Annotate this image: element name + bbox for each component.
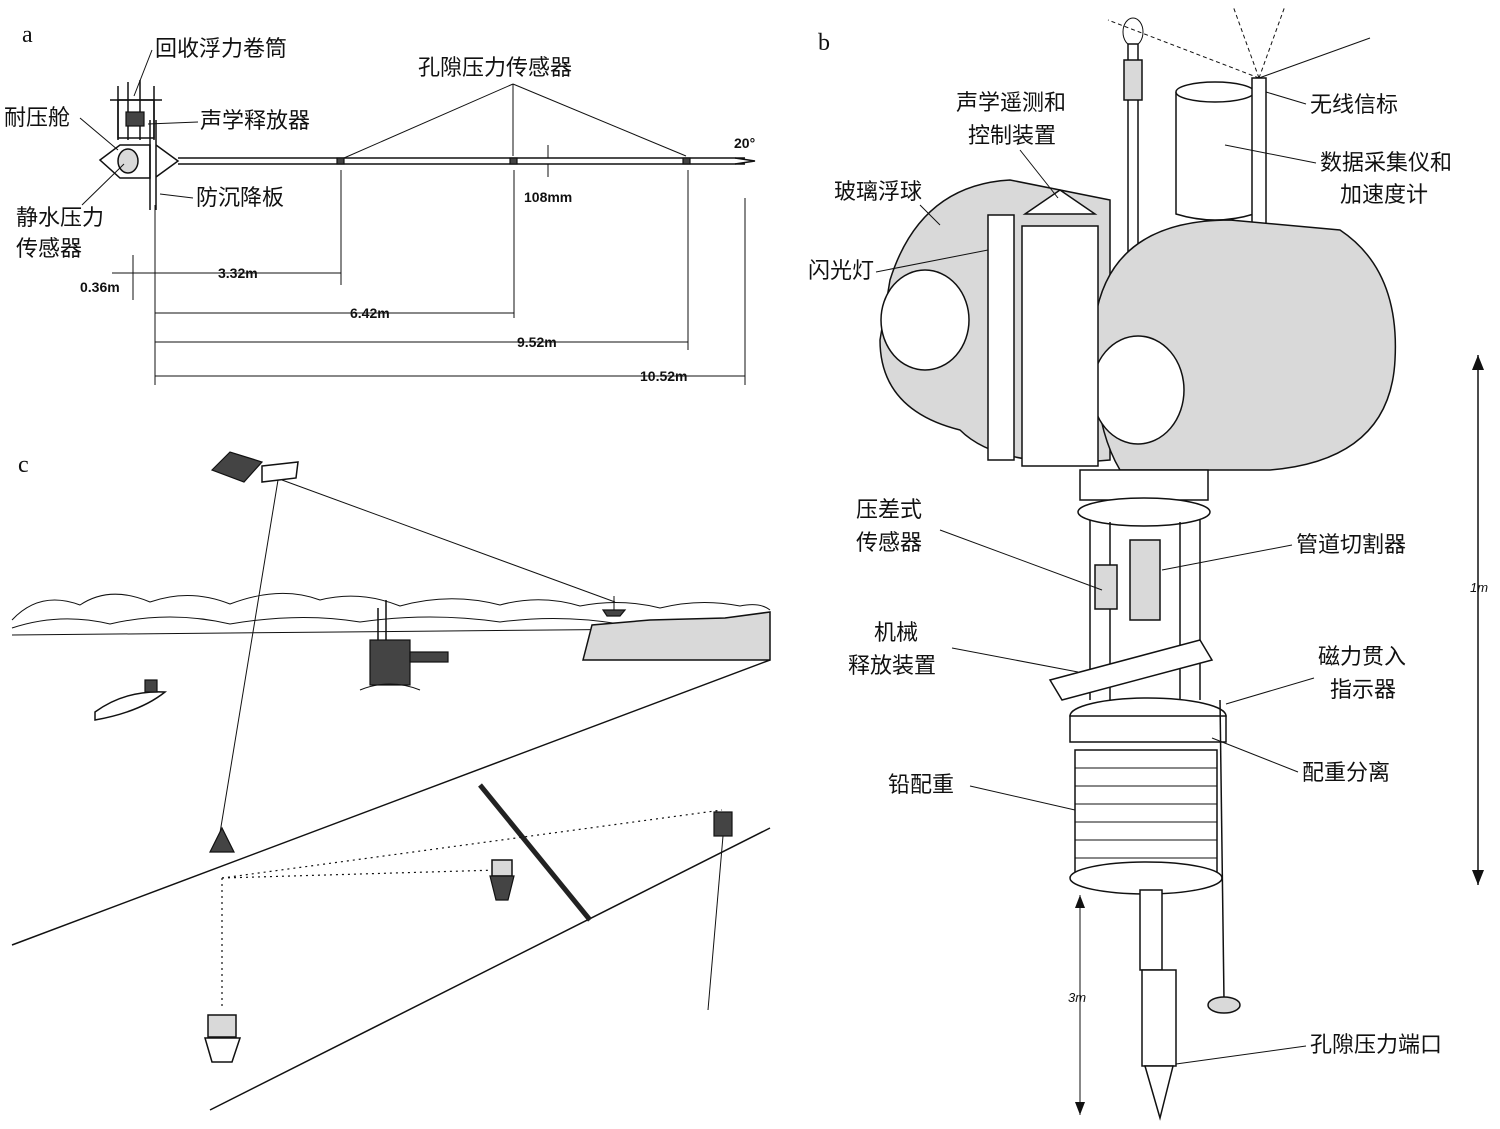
seabed-probe-lower: [204, 1014, 242, 1063]
label-pore-pressure-sensor: 孔隙压力传感器: [418, 56, 572, 81]
ocean-scene: [11, 451, 771, 1111]
pore-sensor-1: [336, 157, 345, 165]
satellite-panel: [210, 451, 264, 483]
label-hydrostatic-sensor-line2: 传感器: [16, 237, 82, 262]
pore-sensor-3: [682, 157, 691, 165]
label-pressure-housing: 耐压舱: [4, 106, 70, 131]
pipe-cutter: [1129, 539, 1161, 621]
label-weight-separation: 配重分离: [1302, 761, 1390, 786]
label-acoustic-telemetry-line2: 控制装置: [968, 124, 1056, 149]
label-magnetic-line1: 磁力贯入: [1318, 645, 1406, 670]
label-recovery-float: 回收浮力卷筒: [155, 37, 287, 62]
dim-3-32: 3.32m: [218, 265, 258, 281]
data-logger-cylinder: [1175, 92, 1255, 221]
mechanical-release: [1048, 639, 1214, 701]
label-flash-light: 闪光灯: [808, 259, 874, 284]
dim-0-36: 0.36m: [80, 279, 120, 295]
pore-sensor-2: [509, 157, 518, 165]
lance-probe-drawing: [98, 80, 756, 210]
differential-pressure-sensor: [1094, 564, 1118, 610]
seabed-line-upper: [11, 659, 771, 946]
dim-angle: 20°: [734, 135, 755, 151]
label-data-logger-line2: 加速度计: [1340, 183, 1428, 208]
label-lead-weight: 铅配重: [888, 773, 954, 798]
label-pore-port: 孔隙压力端口: [1310, 1033, 1442, 1058]
island: [582, 611, 771, 661]
scale-label-1m: 1m: [1470, 580, 1488, 595]
label-pipe-cutter: 管道切割器: [1296, 533, 1406, 558]
seabed-anchor: [209, 826, 235, 853]
scale-label-3m: 3m: [1068, 990, 1086, 1005]
label-acoustic-release: 声学释放器: [200, 109, 310, 134]
seabed-probe-right: [707, 811, 733, 1011]
label-mech-release-line1: 机械: [874, 621, 918, 646]
drilling-platform: [369, 639, 411, 686]
magnetic-indicator-rod: [1219, 699, 1225, 1001]
label-anti-sink-plate: 防沉降板: [196, 186, 284, 211]
flash-light: [987, 214, 1015, 461]
probe-tip: [1144, 1065, 1174, 1121]
probe-lance: [1139, 889, 1163, 971]
seabed-probe-mid: [489, 859, 515, 901]
seabed-instrument-drawing: [879, 5, 1484, 1121]
dim-10-52: 10.52m: [640, 368, 687, 384]
top-flange: [1079, 469, 1209, 501]
seabed-line-lower: [209, 827, 771, 1111]
label-radio-beacon: 无线信标: [1310, 93, 1398, 118]
label-hydrostatic-sensor-line1: 静水压力: [16, 206, 104, 231]
cloud-line: [11, 592, 771, 621]
label-mech-release-line2: 释放装置: [848, 654, 936, 679]
dimension-lines: [112, 170, 746, 385]
dim-diameter: 108mm: [524, 189, 572, 205]
acoustic-telemetry-unit: [1021, 225, 1099, 467]
dim-6-42: 6.42m: [350, 305, 390, 321]
pipeline: [478, 783, 592, 922]
distant-ship: [601, 609, 627, 617]
label-diff-pressure-line2: 传感器: [856, 531, 922, 556]
label-diff-pressure-line1: 压差式: [856, 498, 922, 523]
panel-b-label: b: [818, 30, 830, 56]
satellite-link-to-ship: [281, 479, 616, 603]
label-acoustic-telemetry-line1: 声学遥测和: [956, 91, 1066, 116]
anti-sink-plate: [155, 144, 180, 178]
small-boat: [94, 691, 168, 721]
satellite-link-to-seabed: [217, 479, 279, 846]
label-data-logger-line1: 数据采集仪和: [1320, 151, 1452, 176]
radio-beacon-antenna: [1251, 77, 1267, 231]
satellite-body: [261, 461, 299, 483]
dim-9-52: 9.52m: [517, 334, 557, 350]
panel-c-label: c: [18, 452, 29, 478]
label-glass-float: 玻璃浮球: [834, 180, 922, 205]
panel-a-label: a: [22, 22, 33, 48]
acoustic-release-box: [125, 111, 145, 127]
label-magnetic-line2: 指示器: [1330, 678, 1396, 703]
